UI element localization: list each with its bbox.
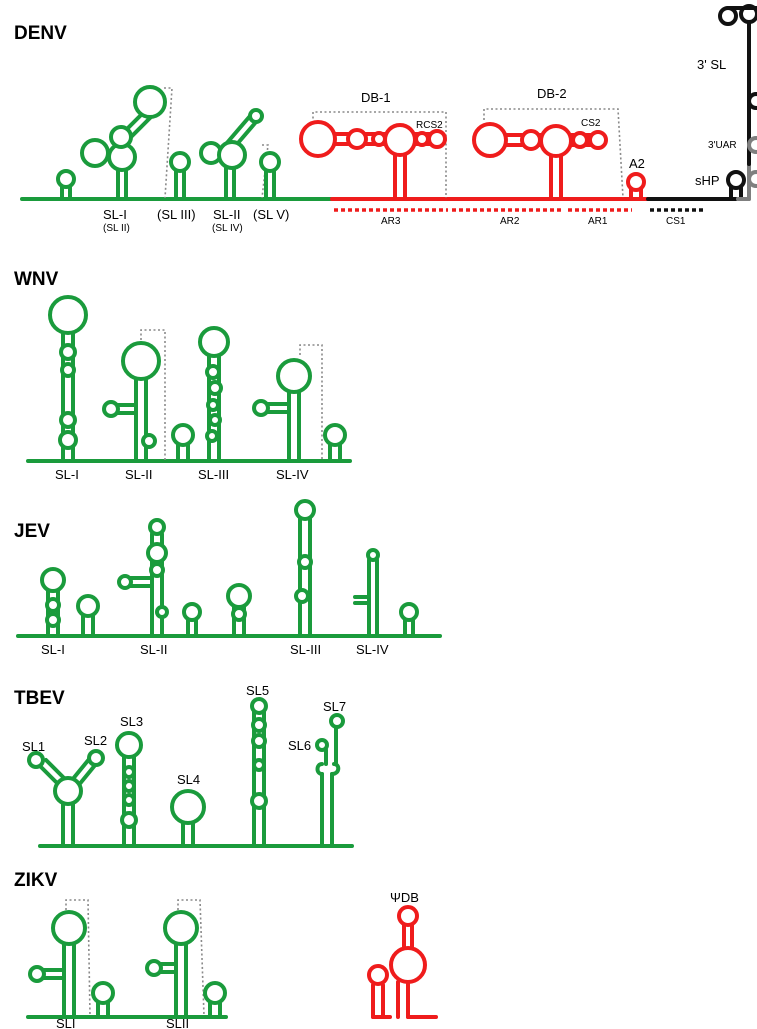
tbev-sl1-sl2 <box>27 749 105 848</box>
tbev-sl5-label: SL5 <box>246 683 269 698</box>
jev-title: JEV <box>14 521 50 542</box>
jev-small-hairpin-1 <box>76 594 100 638</box>
wnv-sl-iv <box>252 358 312 463</box>
zikv-slii-label: SLII <box>166 1016 189 1029</box>
wnv-sl-ii-label: SL-II <box>125 467 152 482</box>
denv-db1-label: DB-1 <box>361 90 391 105</box>
tbev-sl3 <box>115 731 143 848</box>
tbev-sl4-label: SL4 <box>177 772 200 787</box>
tbev-sl4 <box>170 789 206 848</box>
denv-3prime-sl <box>718 4 757 201</box>
denv-shp-hairpin <box>726 170 746 201</box>
zikv-small-hairpin-2 <box>203 981 227 1019</box>
wnv-small-hairpin-2 <box>323 423 347 463</box>
jev-small-hairpin-3 <box>226 583 252 638</box>
wnv-sl-ii <box>102 341 161 463</box>
jev-sl-iii <box>294 499 316 638</box>
zikv-psidb-label: ΨDB <box>390 890 419 905</box>
tbev-sl5 <box>250 697 268 848</box>
denv-small-hairpin <box>56 169 76 201</box>
denv-sl-iii <box>169 151 191 201</box>
jev-sl-iv-label: SL-IV <box>356 642 389 657</box>
denv-db1 <box>299 120 447 201</box>
tbev-panel: TBEV SL1 SL2 SL3 <box>14 683 354 848</box>
denv-title: DENV <box>14 23 67 44</box>
wnv-sl-iv-dotted-outline <box>299 344 323 460</box>
jev-sl-i-label: SL-I <box>41 642 65 657</box>
zikv-slii-dotted-outline <box>177 899 205 1017</box>
denv-sl-i <box>80 85 167 201</box>
denv-db2 <box>472 122 608 201</box>
jev-sl-iv <box>353 548 380 638</box>
zikv-sli-label: SLI <box>56 1016 76 1029</box>
denv-sl-i-alt-label: (SL II) <box>103 223 130 234</box>
wnv-sl-iii <box>198 326 230 463</box>
denv-sl-i-label: SL-I <box>103 207 127 222</box>
wnv-sl-iii-label: SL-III <box>198 467 229 482</box>
denv-cs1-label: CS1 <box>666 216 686 227</box>
denv-ar2-label: AR2 <box>500 216 520 227</box>
denv-ar3-label: AR3 <box>381 216 401 227</box>
denv-cs2-label: CS2 <box>581 118 601 129</box>
denv-ar1-label: AR1 <box>588 216 608 227</box>
wnv-panel: WNV <box>14 269 352 482</box>
jev-panel: JEV <box>14 499 442 657</box>
denv-db2-label: DB-2 <box>537 86 567 101</box>
denv-db2-dotted-outline <box>483 108 624 199</box>
wnv-sl-iv-label: SL-IV <box>276 467 309 482</box>
denv-sl-v <box>259 151 281 201</box>
tbev-title: TBEV <box>14 688 65 709</box>
denv-sl-v-label: (SL V) <box>253 207 289 222</box>
denv-rcs2-label: RCS2 <box>416 120 443 131</box>
denv-a2-hairpin <box>626 172 646 201</box>
wnv-sl-ii-dotted-outline <box>140 329 166 460</box>
denv-3uar-label: 3'UAR <box>708 140 737 151</box>
jev-small-hairpin-4 <box>399 602 419 638</box>
zikv-sli <box>28 910 87 1019</box>
jev-small-hairpin-2 <box>182 602 202 638</box>
jev-sl-ii-label: SL-II <box>140 642 167 657</box>
zikv-psidb <box>367 905 438 1019</box>
denv-shp-label: sHP <box>695 173 720 188</box>
jev-sl-i <box>40 567 66 638</box>
denv-3prime-sl-label: 3' SL <box>697 57 726 72</box>
zikv-small-hairpin-1 <box>91 981 115 1019</box>
wnv-small-hairpin <box>171 423 195 463</box>
tbev-sl1-label: SL1 <box>22 739 45 754</box>
wnv-sl-i <box>48 295 88 463</box>
denv-sl-ii <box>199 108 264 201</box>
jev-sl-ii <box>117 518 169 638</box>
denv-sl-i-dotted-outline <box>164 87 173 199</box>
tbev-sl3-label: SL3 <box>120 714 143 729</box>
zikv-panel: ZIKV <box>14 870 438 1029</box>
denv-sl-iii-label: (SL III) <box>157 207 196 222</box>
denv-sl-ii-label: SL-II <box>213 207 240 222</box>
denv-panel: DENV <box>14 4 757 234</box>
tbev-sl6-sl7 <box>315 713 345 848</box>
tbev-sl7-label: SL7 <box>323 699 346 714</box>
tbev-sl6-label: SL6 <box>288 738 311 753</box>
zikv-slii <box>145 910 199 1019</box>
wnv-sl-i-label: SL-I <box>55 467 79 482</box>
zikv-sli-dotted-outline <box>65 899 91 1017</box>
zikv-title: ZIKV <box>14 870 58 891</box>
tbev-sl2-label: SL2 <box>84 733 107 748</box>
denv-sl-ii-alt-label: (SL IV) <box>212 223 243 234</box>
wnv-title: WNV <box>14 269 59 290</box>
denv-a2-label: A2 <box>629 156 645 171</box>
jev-sl-iii-label: SL-III <box>290 642 321 657</box>
denv-db1-dotted-outline <box>312 111 447 198</box>
